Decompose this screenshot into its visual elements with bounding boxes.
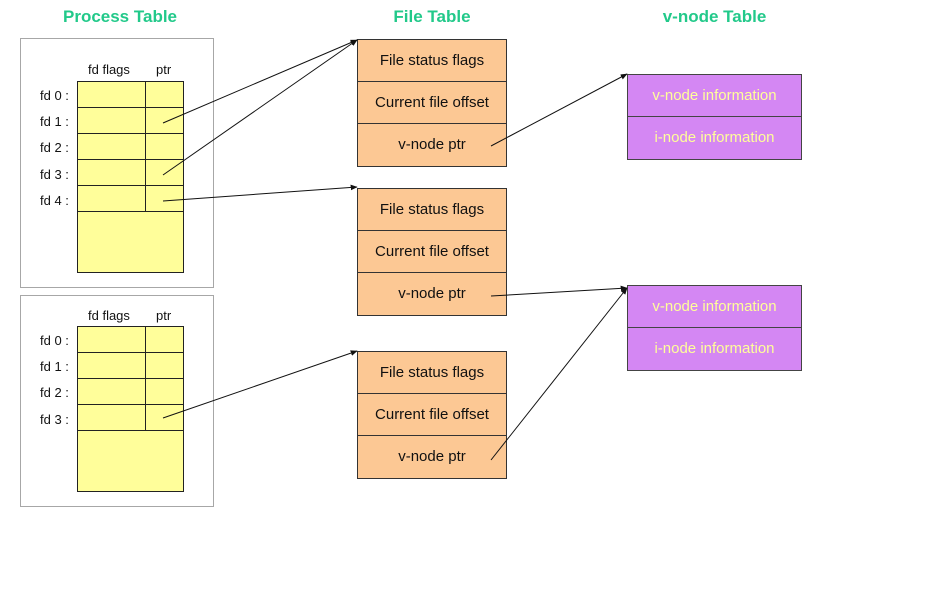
- fd-label: fd 3 :: [40, 167, 69, 182]
- arrow-file1-to-vnode-1: [490, 73, 628, 147]
- fd-row: [78, 160, 183, 186]
- file-status-flags: File status flags: [358, 352, 506, 394]
- current-file-offset: Current file offset: [358, 82, 506, 124]
- vnode-table-entry-1: v-node information i-node information: [627, 74, 802, 160]
- arrow-file2-to-vnode-2: [490, 285, 628, 297]
- inode-information: i-node information: [654, 340, 775, 357]
- arrow-fd4-to-file-2: [162, 184, 358, 202]
- column-divider: [145, 327, 146, 431]
- vnode-ptr: v-node ptr: [398, 448, 466, 465]
- arrow-fd3-to-file-1: [162, 39, 358, 176]
- arrow-p2-fd3-to-file-3: [162, 350, 358, 419]
- fd-row: [78, 379, 183, 405]
- arrow-file3-to-vnode-2: [490, 287, 628, 461]
- vnode-ptr: v-node ptr: [398, 285, 466, 302]
- fd-label: fd 2 :: [40, 140, 69, 155]
- fd-label: fd 3 :: [40, 412, 69, 427]
- fd-row: [78, 82, 183, 108]
- file-table-entry-2: File status flags Current file offset v-…: [357, 188, 507, 316]
- fd-row: [78, 134, 183, 160]
- col-header-fd-flags: fd flags: [88, 62, 130, 77]
- vnode-information: v-node information: [628, 286, 801, 328]
- fd-label: fd 1 :: [40, 359, 69, 374]
- fd-label: fd 1 :: [40, 114, 69, 129]
- fd-row: [78, 186, 183, 212]
- process-table-title: Process Table: [62, 7, 178, 26]
- inode-information: i-node information: [654, 129, 775, 146]
- vnode-information: v-node information: [628, 75, 801, 117]
- col-header-ptr: ptr: [156, 308, 172, 323]
- fd-row: [78, 327, 183, 353]
- file-table-entry-1: File status flags Current file offset v-…: [357, 39, 507, 167]
- file-table-entry-3: File status flags Current file offset v-…: [357, 351, 507, 479]
- current-file-offset: Current file offset: [358, 394, 506, 436]
- vnode-table-title: v-node Table: [662, 7, 767, 26]
- file-status-flags: File status flags: [358, 40, 506, 82]
- fd-label: fd 4 :: [40, 193, 69, 208]
- fd-table-2: [77, 326, 184, 492]
- fd-row: [78, 353, 183, 379]
- fd-label: fd 0 :: [40, 333, 69, 348]
- column-divider: [145, 82, 146, 212]
- vnode-ptr: v-node ptr: [398, 136, 466, 153]
- current-file-offset: Current file offset: [358, 231, 506, 273]
- col-header-fd-flags: fd flags: [88, 308, 130, 323]
- fd-label: fd 0 :: [40, 88, 69, 103]
- fd-table-1: [77, 81, 184, 273]
- vnode-table-entry-2: v-node information i-node information: [627, 285, 802, 371]
- file-table-title: File Table: [393, 7, 471, 26]
- arrow-fd1-to-file-1: [162, 39, 358, 124]
- fd-row: [78, 405, 183, 431]
- col-header-ptr: ptr: [156, 62, 172, 77]
- file-status-flags: File status flags: [358, 189, 506, 231]
- fd-label: fd 2 :: [40, 385, 69, 400]
- fd-row: [78, 108, 183, 134]
